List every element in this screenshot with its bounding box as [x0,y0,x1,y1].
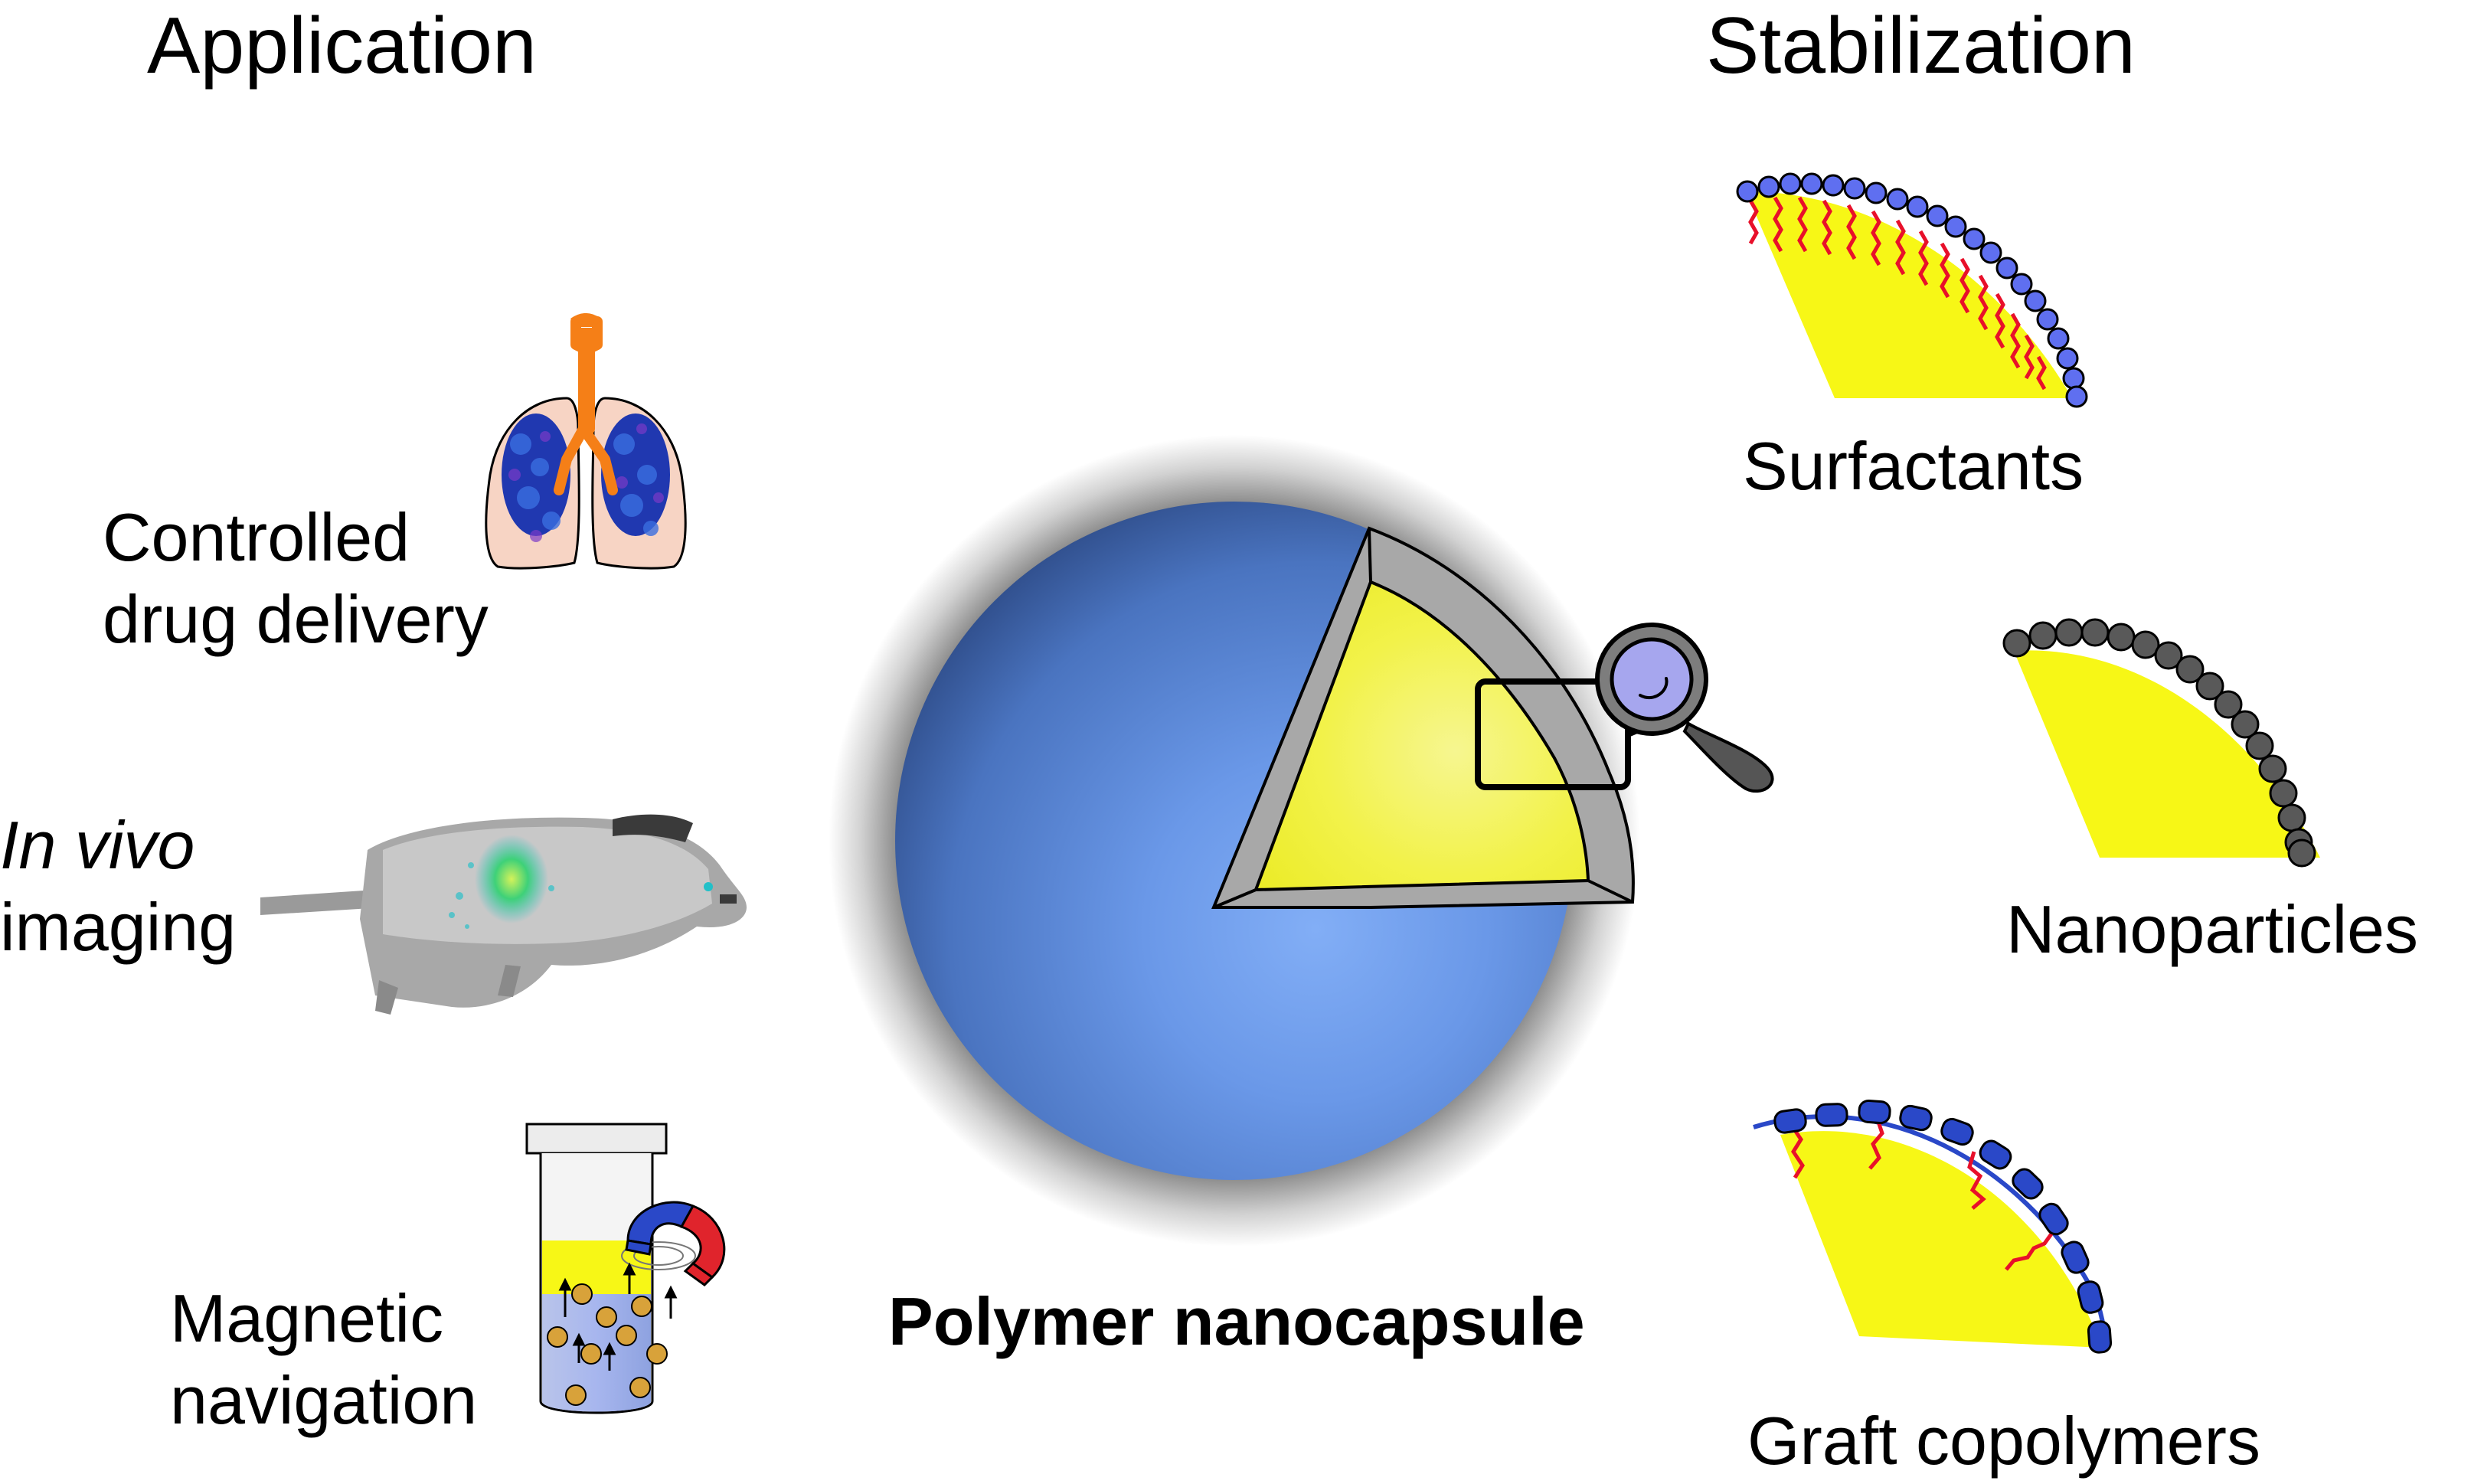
magnet-vial-icon [525,1123,726,1414]
imaging-line2: imaging [0,889,237,966]
nanoparticles-icon [2002,618,2320,868]
graft-copolymers-label: Graft copolymers [1747,1403,2260,1479]
nanocapsule-sphere [829,435,1640,1247]
magnetic-line2: navigation [170,1362,478,1439]
drug-delivery-line2: drug delivery [103,581,489,658]
imaging-label: In vivo imaging [0,804,236,969]
drug-delivery-line1: Controlled [103,499,410,575]
stabilization-heading: Stabilization [1706,2,2136,90]
application-heading: Application [147,2,537,90]
nanoparticles-label: Nanoparticles [2006,891,2419,967]
imaging-line1: In vivo [0,807,195,883]
graft-copolymers-icon [1753,1099,2113,1354]
magnetic-line1: Magnetic [170,1280,444,1356]
magnifier-icon [1475,623,1774,793]
mouse-icon [260,814,747,1015]
polymer-nanocapsule-label: Polymer nanocapsule [888,1283,1585,1359]
magnetic-label: Magnetic navigation [170,1277,477,1442]
drug-delivery-label: Controlled drug delivery [103,496,489,661]
surfactants-icon [1736,172,2088,408]
lungs-icon [485,313,687,570]
surfactants-label: Surfactants [1743,428,2084,504]
